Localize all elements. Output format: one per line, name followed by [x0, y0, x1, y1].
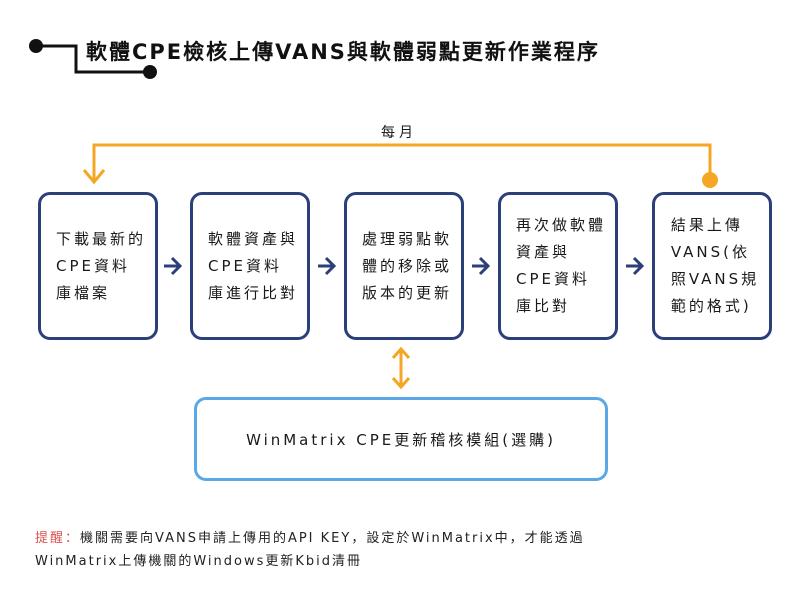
loop-label: 每月 [381, 125, 417, 141]
loop-connector [82, 143, 718, 188]
reminder-note: 提醒：機關需要向VANS申請上傳用的API KEY，設定於WinMatrix中，… [35, 527, 585, 573]
flow-arrows [164, 256, 645, 276]
step-4-box: 再次做軟體 資產與 CPE資料 庫比對 [498, 192, 618, 340]
step-2-text: 軟體資產與 CPE資料 庫進行比對 [207, 229, 298, 302]
note-label: 提醒： [35, 531, 81, 546]
winmatrix-module-box: WinMatrix CPE更新稽核模組(選購) [194, 397, 608, 481]
step-1-text: 下載最新的 CPE資料 庫檔案 [55, 229, 146, 302]
step-3-box: 處理弱點軟 體的移除或 版本的更新 [344, 192, 464, 340]
step-2-box: 軟體資產與 CPE資料 庫進行比對 [190, 192, 310, 340]
step-3-text: 處理弱點軟 體的移除或 版本的更新 [361, 229, 452, 302]
title-decoration [29, 39, 157, 79]
arrow-2-3 [318, 256, 337, 276]
module-text: WinMatrix CPE更新稽核模組(選購) [246, 430, 556, 449]
page-title: 軟體CPE檢核上傳VANS與軟體弱點更新作業程序 [86, 40, 600, 64]
module-link-arrow [391, 346, 411, 390]
step-1-box: 下載最新的 CPE資料 庫檔案 [38, 192, 158, 340]
step-5-text: 結果上傳 VANS(依 照VANS規 範的格式) [670, 216, 760, 315]
note-text: 機關需要向VANS申請上傳用的API KEY，設定於WinMatrix中，才能透… [35, 531, 585, 569]
step-4-text: 再次做軟體 資產與 CPE資料 庫比對 [515, 216, 606, 315]
arrow-4-5 [626, 256, 645, 276]
arrow-1-2 [164, 256, 183, 276]
step-5-box: 結果上傳 VANS(依 照VANS規 範的格式) [652, 192, 772, 340]
arrow-3-4 [472, 256, 491, 276]
